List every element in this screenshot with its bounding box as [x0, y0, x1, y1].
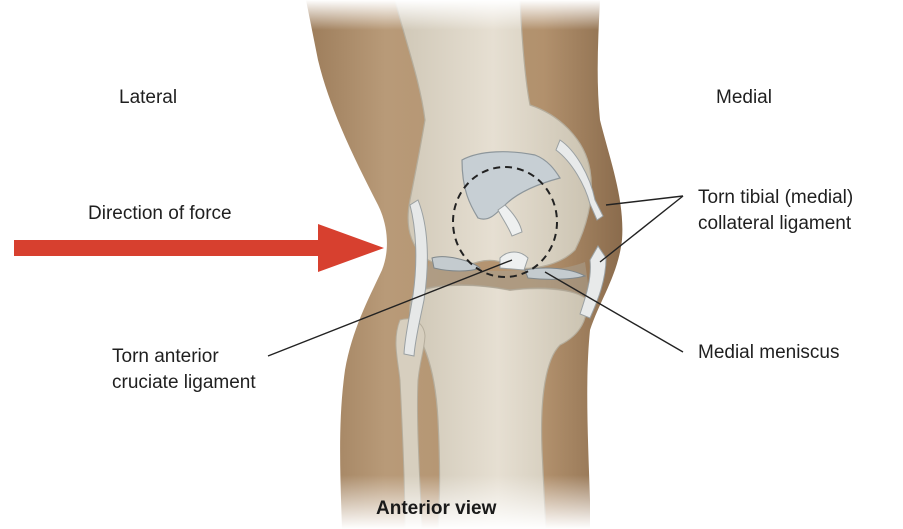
direction-of-force-label: Direction of force	[88, 202, 232, 226]
medial-label: Medial	[716, 86, 772, 110]
figure-caption: Anterior view	[376, 498, 496, 520]
force-arrow	[14, 224, 384, 272]
torn-tibial-label-line2: collateral ligament	[698, 212, 851, 236]
medial-meniscus-label: Medial meniscus	[698, 341, 840, 365]
top-fade	[300, 0, 610, 30]
torn-tibial-label-line1: Torn tibial (medial)	[698, 186, 853, 210]
torn-acl-label-line2: cruciate ligament	[112, 371, 256, 395]
lateral-label: Lateral	[119, 86, 177, 110]
torn-anterior-cruciate-ligament	[500, 252, 528, 270]
torn-acl-label-line1: Torn anterior	[112, 345, 219, 369]
